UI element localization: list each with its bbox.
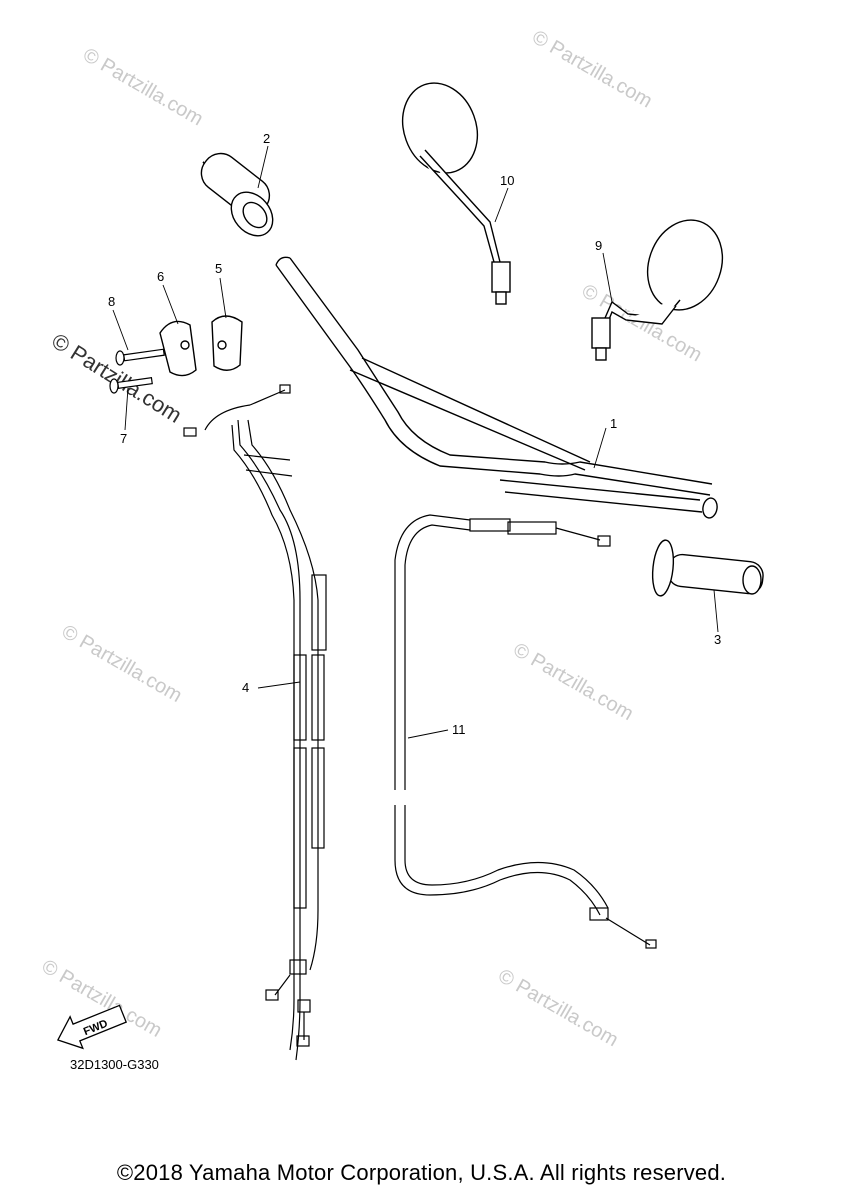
- watermark: © Partzilla.com: [58, 621, 186, 707]
- left-grip: [200, 152, 274, 237]
- callout-2: 2: [263, 131, 270, 146]
- switch-housing: [159, 315, 243, 377]
- handlebar: [275, 256, 718, 519]
- callout-7: 7: [120, 431, 127, 446]
- callouts: 2 1 3 4 5 6 7 8 9 10 11: [108, 131, 721, 737]
- callout-8: 8: [108, 294, 115, 309]
- watermark: © Partzilla.com: [494, 965, 622, 1051]
- right-grip: [651, 539, 764, 597]
- callout-1: 1: [610, 416, 617, 431]
- callout-9: 9: [595, 238, 602, 253]
- callout-11: 11: [452, 722, 466, 737]
- callout-5: 5: [215, 261, 222, 276]
- callout-3: 3: [714, 632, 721, 647]
- fwd-arrow-icon: FWD: [56, 1004, 128, 1050]
- callout-4: 4: [242, 680, 249, 695]
- callout-6: 6: [157, 269, 164, 284]
- copyright-text: ©2018 Yamaha Motor Corporation, U.S.A. A…: [116, 1160, 727, 1185]
- watermark: © Partzilla.com: [528, 26, 656, 112]
- watermark: © Partzilla.com: [79, 44, 207, 130]
- watermark: © Partzilla.com: [509, 639, 637, 725]
- leader-lines: [112, 145, 719, 739]
- screws: [109, 348, 165, 394]
- mirror-right: [591, 219, 724, 361]
- diagram-code: 32D1300-G330: [70, 1057, 159, 1072]
- throttle-cable: [183, 384, 327, 1061]
- clutch-cable: [394, 514, 657, 949]
- mirror-left: [401, 82, 511, 305]
- callout-10: 10: [500, 173, 514, 188]
